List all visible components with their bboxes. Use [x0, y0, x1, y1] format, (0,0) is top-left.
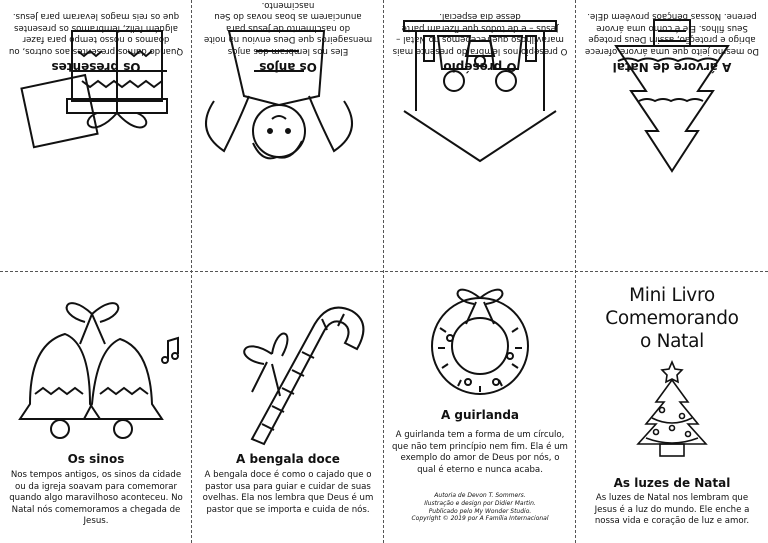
- gift-icon: [10, 11, 182, 181]
- candy-cane-icon: [202, 284, 374, 454]
- page-angels: Os anjos Eles nos lembram dos anjos mens…: [192, 0, 384, 271]
- cover-subtitle: As luzes de Natal: [613, 476, 731, 490]
- page-wreath: A guirlanda A guirlanda tem a forma de u…: [384, 272, 576, 543]
- page-title: Os presentes: [51, 60, 141, 74]
- credit-copyright: Copyright © 2019 por A Família Internaci…: [411, 515, 549, 523]
- bells-icon: [10, 284, 182, 454]
- page-text: A bengala doce é como o cajado que o pas…: [202, 470, 374, 515]
- page-presents: Os presentes Quando damos presentes aos …: [0, 0, 192, 271]
- cover-text: As luzes de Natal nos lembram que Jesus …: [594, 493, 750, 526]
- credits: Autoria de Devon T. Sommers. Ilustração …: [392, 492, 568, 523]
- cut-line-horizontal: [0, 271, 768, 272]
- christmas-tree-icon: [586, 11, 758, 181]
- credit-publisher: Publicado pelo My Wonder Studio.: [428, 507, 532, 515]
- credit-author: Autoria de Devon T. Sommers.: [434, 492, 526, 499]
- page-title: Os sinos: [67, 452, 125, 466]
- page-nativity: O presépio O presépio nos lembra do pres…: [384, 0, 576, 271]
- nativity-icon: [394, 11, 566, 181]
- tree-lights-icon: [622, 358, 722, 458]
- page-title: A árvore de Natal: [612, 60, 732, 74]
- page-title: A bengala doce: [236, 452, 340, 466]
- credit-illustration: Ilustração e design por Didier Martin.: [424, 499, 536, 507]
- page-text: Do mesmo jeito que uma árvore oferece ab…: [585, 11, 759, 57]
- page-text: O presépio nos lembra do presente mais m…: [392, 11, 568, 57]
- page-title: A guirlanda: [440, 408, 520, 422]
- page-candy-cane: A bengala doce A bengala doce é como o c…: [192, 272, 384, 543]
- page-text: Quando damos presentes aos outros, ou do…: [8, 11, 184, 57]
- page-text: A guirlanda tem a forma de um círculo, q…: [392, 430, 568, 475]
- cover-title: Mini Livro Comemorando o Natal: [605, 285, 739, 352]
- page-text: Eles nos lembram dos anjos mensageiros q…: [203, 0, 373, 56]
- page-cover: Mini Livro Comemorando o Natal As luzes …: [576, 272, 768, 543]
- page-title: O presépio: [443, 60, 517, 74]
- angel-icon: [202, 11, 374, 181]
- wreath-icon: [410, 278, 550, 402]
- page-title: Os anjos: [259, 60, 317, 74]
- page-bells: Os sinos Nos tempos antigos, os sinos da…: [0, 272, 192, 543]
- page-text: Nos tempos antigos, os sinos da cidade o…: [9, 470, 183, 526]
- page-christmas-tree: A árvore de Natal Do mesmo jeito que uma…: [576, 0, 768, 271]
